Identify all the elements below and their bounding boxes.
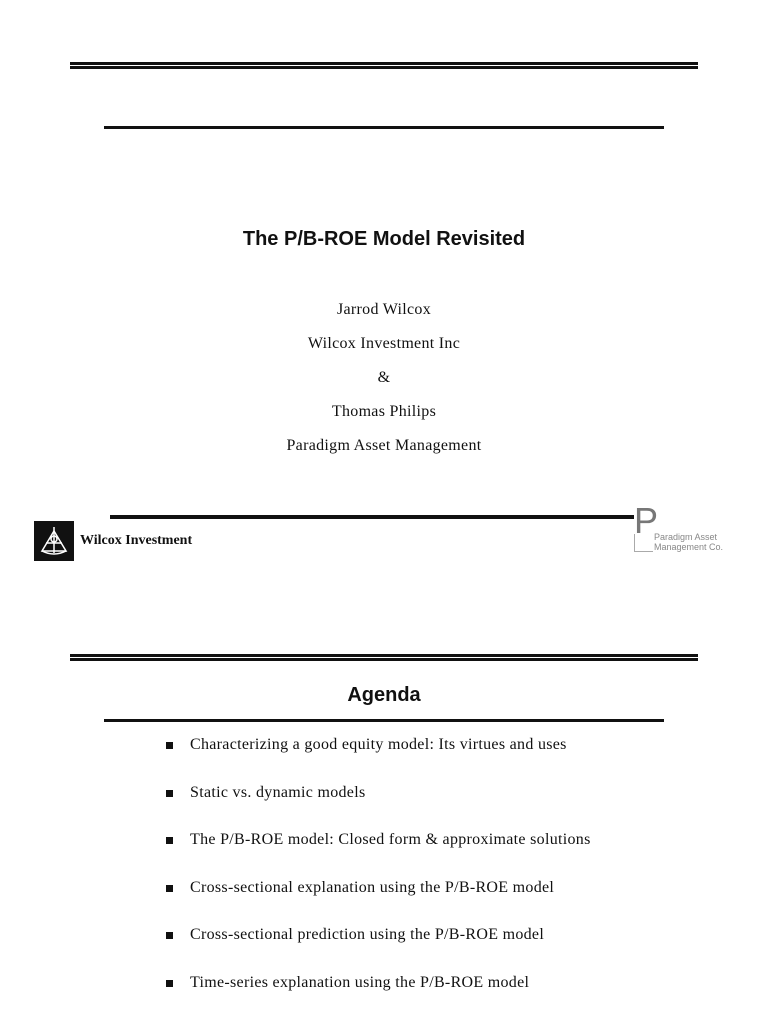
agenda-title-underline bbox=[104, 719, 664, 722]
wilcox-logo: Wilcox Investment bbox=[34, 521, 192, 561]
author-2-affiliation: Paradigm Asset Management bbox=[286, 437, 482, 454]
author-1-name: Jarrod Wilcox bbox=[336, 301, 432, 318]
agenda-item: The P/B-ROE model: Closed form & approxi… bbox=[166, 831, 591, 879]
slide-title: The P/B-ROE Model Revisited bbox=[242, 228, 526, 250]
top-double-rule bbox=[70, 62, 698, 69]
square-bullet-icon bbox=[166, 884, 173, 892]
paradigm-logo-line2: Management Co. bbox=[654, 542, 724, 552]
agenda-title: Agenda bbox=[347, 684, 421, 706]
square-bullet-icon bbox=[166, 979, 173, 987]
agenda-slide: Agenda Characterizing a good equity mode… bbox=[0, 600, 768, 1024]
author-1-affiliation: Wilcox Investment Inc bbox=[307, 335, 461, 352]
agenda-item: Time-series explanation using the P/B-RO… bbox=[166, 974, 591, 1022]
author-2-name: Thomas Philips bbox=[331, 403, 437, 420]
agenda-item-text: The P/B-ROE model: Closed form & approxi… bbox=[190, 831, 591, 849]
square-bullet-icon bbox=[166, 742, 173, 749]
square-bullet-icon bbox=[166, 837, 173, 845]
title-underline-rule bbox=[104, 126, 664, 129]
agenda-top-double-rule bbox=[70, 654, 698, 661]
square-bullet-icon bbox=[166, 789, 173, 797]
agenda-item: Static vs. dynamic models bbox=[166, 784, 591, 832]
agenda-item-text: Time-series explanation using the P/B-RO… bbox=[190, 973, 530, 991]
paradigm-logo: P Paradigm Asset Management Co. bbox=[632, 500, 732, 554]
agenda-item: Cross-sectional prediction using the P/B… bbox=[166, 926, 591, 974]
footer-rule bbox=[110, 515, 634, 519]
author-separator: & bbox=[377, 369, 391, 386]
agenda-item-text: Cross-sectional prediction using the P/B… bbox=[190, 926, 545, 944]
agenda-item-text: Characterizing a good equity model: Its … bbox=[190, 736, 567, 753]
paradigm-logo-letter: P bbox=[634, 500, 659, 541]
agenda-item-text: Static vs. dynamic models bbox=[190, 783, 366, 801]
square-bullet-icon bbox=[166, 932, 173, 940]
agenda-item: Cross-sectional explanation using the P/… bbox=[166, 879, 591, 927]
title-slide: The P/B-ROE Model Revisited Jarrod Wilco… bbox=[34, 62, 732, 561]
agenda-item-text: Cross-sectional explanation using the P/… bbox=[190, 878, 555, 896]
sextant-icon bbox=[34, 521, 74, 561]
agenda-item: Characterizing a good equity model: Its … bbox=[166, 736, 591, 784]
wilcox-logo-text: Wilcox Investment bbox=[80, 533, 193, 548]
paradigm-logo-line1: Paradigm Asset bbox=[654, 532, 718, 542]
agenda-list: Characterizing a good equity model: Its … bbox=[166, 736, 591, 1022]
paradigm-logo-frame bbox=[634, 534, 653, 552]
